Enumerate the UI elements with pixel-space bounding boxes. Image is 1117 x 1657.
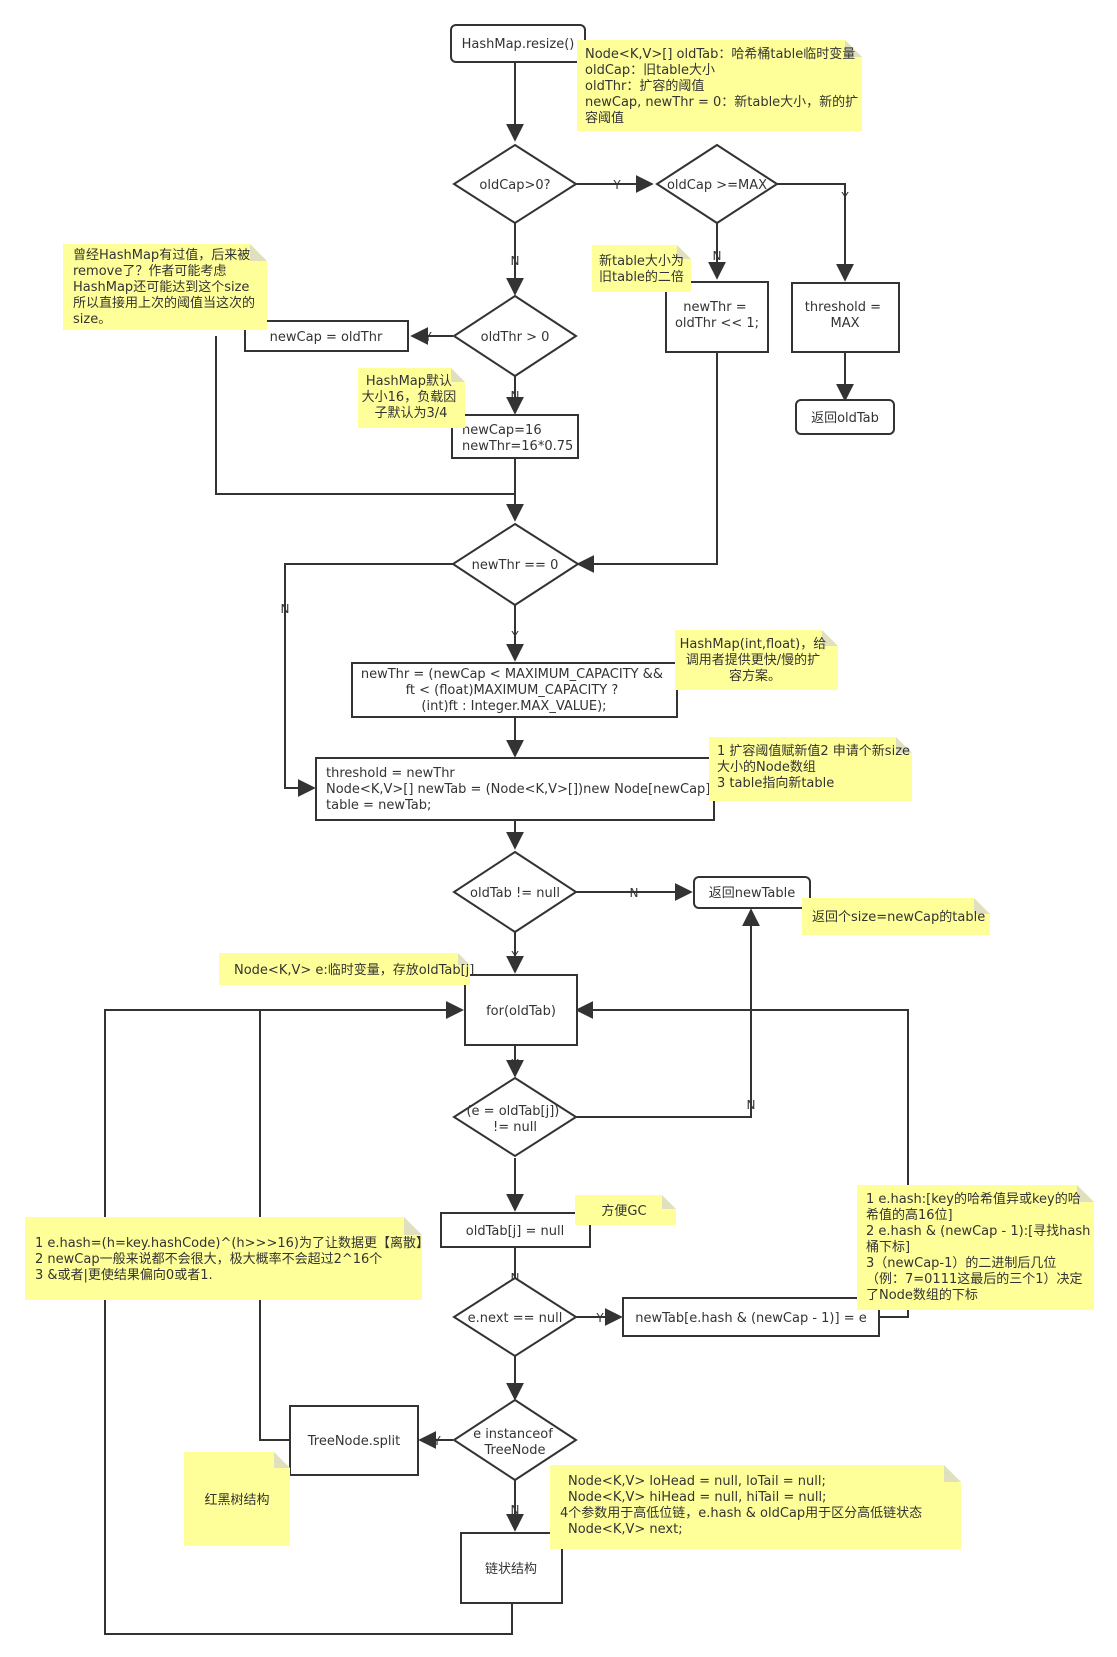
label-y-e: Y (510, 1057, 519, 1071)
label-y-next: Y (595, 1311, 604, 1325)
label-n-max: N (713, 249, 722, 263)
node-newtab-assign (622, 1297, 880, 1337)
node-return-newtable (693, 876, 811, 909)
node-for-loop-label: for(oldTab) (486, 1004, 556, 1019)
note-hash-left (25, 1217, 422, 1300)
decision-treenode (452, 1398, 578, 1482)
note-steps (709, 737, 912, 801)
label-n-oldthr: N (511, 389, 520, 403)
decision-newthr0 (451, 522, 580, 607)
note-hash-right (857, 1185, 1094, 1310)
decision-oldtab-label: oldTab != null (470, 886, 560, 901)
decision-next-null (452, 1276, 578, 1358)
node-threshold-max (791, 282, 900, 353)
node-defaults (451, 414, 579, 459)
note-rbtree (184, 1452, 290, 1546)
label-y-newthr0: Y (510, 629, 519, 643)
note-removed (63, 244, 267, 330)
decision-e-notnull-label: (e = oldTab[j]) != null (466, 1104, 563, 1135)
label-n-treenode: N (511, 1503, 520, 1517)
node-chain (460, 1532, 563, 1604)
note-vars (577, 40, 862, 131)
node-defaults-label: newCap=16 newThr=16*0.75 (462, 423, 573, 454)
note-steps-text: 1 扩容阈值赋新值2 申请个新size 大小的Node数组 3 table指向新… (717, 743, 914, 791)
node-null-out-label: oldTab[j] = null (466, 1224, 564, 1239)
node-null-out (440, 1212, 591, 1248)
note-vars-text: Node<K,V>[] oldTab：哈希桶table临时变量 oldCap：旧… (585, 46, 862, 126)
node-return-oldtab (795, 399, 895, 435)
node-start-label: HashMap.resize() (462, 37, 575, 52)
note-rbtree-text: 红黑树结构 (204, 1492, 269, 1508)
note-ret-size-text: 返回个size=newCap的table (812, 909, 985, 925)
label-y-oldcap: Y (612, 178, 621, 192)
node-assign-table (315, 757, 715, 821)
decision-next-null-label: e.next == null (468, 1311, 563, 1326)
label-n-e: N (747, 1098, 756, 1112)
decision-max (655, 143, 779, 225)
note-gc (575, 1195, 676, 1225)
decision-max-label: oldCap >=MAX (667, 178, 767, 193)
label-y-oldtab: Y (510, 949, 519, 963)
nodes: HashMap.resize() oldCap>0? oldCap >=MAX … (244, 24, 900, 1604)
node-for-loop (464, 974, 578, 1046)
decision-treenode-label: e instanceof TreeNode (473, 1427, 557, 1458)
note-temp-e (219, 953, 470, 985)
decision-newthr0-label: newThr == 0 (472, 558, 559, 573)
node-calc-thr-label: newThr = (newCap < MAXIMUM_CAPACITY && f… (361, 667, 667, 714)
label-n-oldtab: N (630, 886, 639, 900)
node-newcap-oldthr (244, 320, 409, 352)
note-removed-text: 曾经HashMap有过值，后来被 remove了？作者可能考虑 HashMap还… (73, 247, 259, 327)
label-n-newthr0: N (281, 602, 290, 616)
note-gc-text: 方便GC (601, 1203, 646, 1219)
decision-oldcap (452, 143, 578, 225)
node-treenode-split-label: TreeNode.split (307, 1434, 401, 1449)
decision-oldcap-label: oldCap>0? (479, 178, 550, 193)
node-chain-label: 链状结构 (485, 1562, 537, 1577)
node-threshold-max-label: threshold = MAX (805, 300, 885, 331)
node-newthr-shift-label: newThr = oldThr << 1; (675, 300, 759, 331)
note-double (592, 245, 691, 292)
note-hash-left-text: 1 e.hash=(h=key.hashCode)^(h>>>16)为了让数据更… (35, 1235, 433, 1283)
node-newthr-shift (665, 281, 769, 353)
decision-oldtab (452, 850, 578, 934)
note-hash-right-text: 1 e.hash:[key的哈希值异或key的哈 希值的高16位] 2 e.ha… (866, 1191, 1095, 1303)
label-n-oldcap: N (511, 254, 520, 268)
node-newtab-assign-label: newTab[e.hash & (newCap - 1)] = e (635, 1311, 866, 1326)
decision-oldthr-label: oldThr > 0 (481, 330, 550, 345)
label-y-treenode: Y (432, 1434, 441, 1448)
decision-e-notnull (452, 1076, 578, 1158)
note-default (358, 368, 465, 428)
edges (104, 62, 909, 1635)
note-default-text: HashMap默认 大小16，负载因 子默认为3/4 (362, 373, 461, 421)
note-temp-e-text: Node<K,V> e:临时变量，存放oldTab[j] (234, 962, 474, 978)
note-ret-size (802, 898, 990, 935)
label-y-oldthr: Y (423, 330, 432, 344)
note-ctor-text: HashMap(int,float)，给 调用者提供更快/慢的扩 容方案。 (680, 637, 831, 684)
label-y-max: Y (840, 190, 849, 204)
note-double-text: 新table大小为 旧table的二倍 (599, 253, 688, 285)
notes: Node<K,V>[] oldTab：哈希桶table临时变量 oldCap：旧… (25, 40, 1095, 1549)
node-return-newtable-label: 返回newTable (709, 886, 796, 901)
note-split (550, 1465, 961, 1549)
note-ctor (675, 630, 838, 690)
node-assign-table-label: threshold = newThr Node<K,V>[] newTab = … (326, 766, 715, 813)
node-treenode-split (289, 1405, 419, 1476)
decision-oldthr (452, 294, 578, 378)
node-return-oldtab-label: 返回oldTab (811, 411, 879, 426)
node-newcap-oldthr-label: newCap = oldThr (270, 330, 383, 345)
note-split-text: Node<K,V> loHead = null, loTail = null; … (560, 1474, 926, 1537)
